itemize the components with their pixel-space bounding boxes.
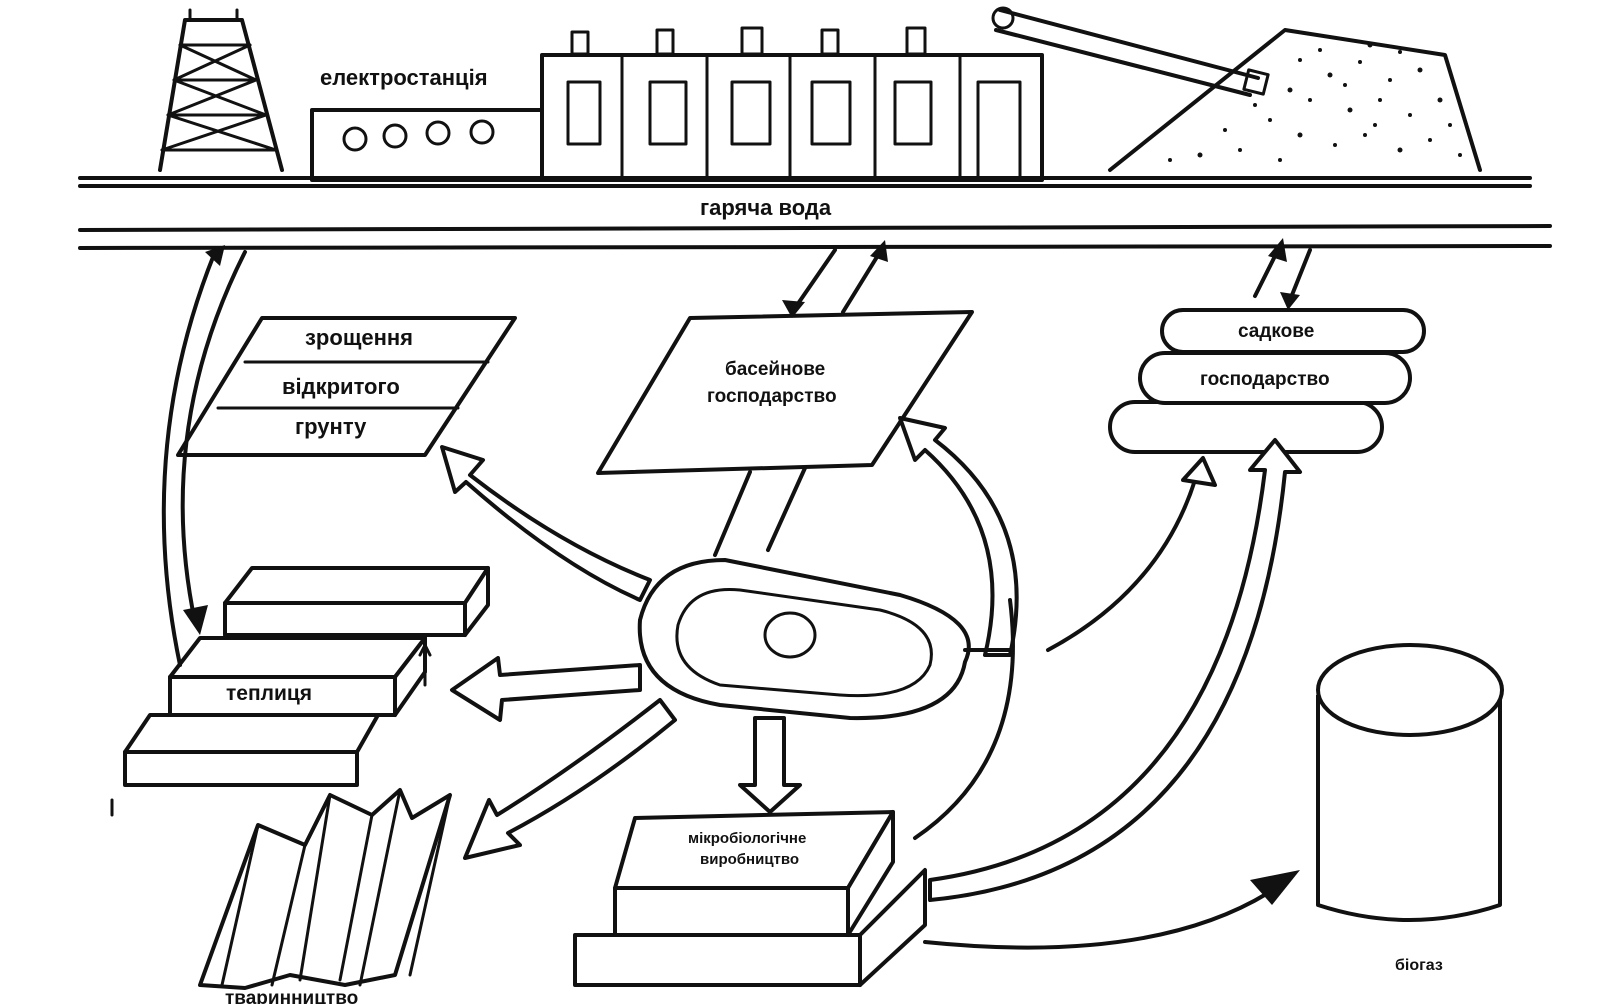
arrow-water-pool-down-head [782, 300, 805, 318]
greenhouse-blocks [123, 566, 490, 787]
biogas-label: біогаз [1395, 957, 1443, 974]
greenhouse-label: теплиця [226, 682, 312, 705]
arrow-microbio-to-biogas [923, 891, 1270, 950]
open-ground-label-1: зрощення [305, 325, 413, 350]
open-ground-field [176, 316, 517, 457]
arrow-microbio-to-cage-farm [928, 438, 1302, 902]
arrow-hub-to-open-ground [440, 445, 652, 602]
pool-farm-label-1: басейнове [725, 359, 825, 380]
power-station-building [310, 108, 544, 182]
arrow-microbio-to-pool-farm [913, 598, 1015, 840]
central-hub [637, 558, 971, 721]
arrow-hub-to-pool-farm [898, 416, 1019, 657]
arrow-water-cage-down-head [1280, 292, 1300, 310]
arrow-water-cage-up-head [1268, 238, 1287, 262]
pool-farm-platform [596, 310, 974, 475]
conveyor-heap [991, 6, 1482, 172]
arrow-water-greenhouse-down-head [183, 605, 208, 635]
arrow-water-greenhouse-up-head [205, 245, 225, 266]
livestock-label: тваринництво [225, 988, 358, 1004]
arrow-water-pool-down [793, 248, 837, 310]
arrow-water-cage-down [1288, 248, 1312, 302]
pool-farm-label-2: господарство [707, 386, 837, 407]
hot-water-label: гаряча вода [700, 195, 832, 220]
open-ground-label-3: грунту [295, 414, 367, 439]
arrow-hub-to-livestock [463, 698, 677, 860]
arrow-water-pool-up [841, 250, 882, 314]
arrow-hub-to-microbio [738, 716, 802, 814]
livestock-zigzag [198, 788, 452, 990]
arrow-water-greenhouse-down [180, 250, 247, 624]
factory-building [540, 26, 1044, 182]
cage-farm-label-1: садкове [1238, 321, 1314, 342]
hot-water-pipe [78, 224, 1552, 250]
cage-farm-label-2: господарство [1200, 369, 1330, 390]
ground-line [78, 176, 1532, 188]
microbio-label-2: виробництво [700, 851, 799, 868]
open-ground-label-2: відкритого [282, 374, 400, 399]
arrow-hub-to-cage-farm [1046, 478, 1197, 652]
transmission-tower-icon [158, 8, 284, 172]
arrow-water-greenhouse-up [161, 250, 217, 667]
arrow-hub-to-greenhouse [450, 656, 642, 722]
biogas-tank [1316, 643, 1504, 922]
arrow-hub-to-cage-farm-head [1181, 456, 1217, 487]
greenhouse-side-marker [418, 638, 432, 687]
cage-farm-stack [1108, 308, 1426, 454]
microbio-production-block [573, 810, 927, 987]
power-plant-label: електростанція [320, 65, 488, 90]
hub-to-pool-link [713, 466, 807, 557]
arrow-water-pool-up-head [870, 240, 888, 262]
microbio-label-1: мікробіологічне [688, 830, 806, 847]
arrow-microbio-to-biogas-head [1250, 870, 1300, 905]
